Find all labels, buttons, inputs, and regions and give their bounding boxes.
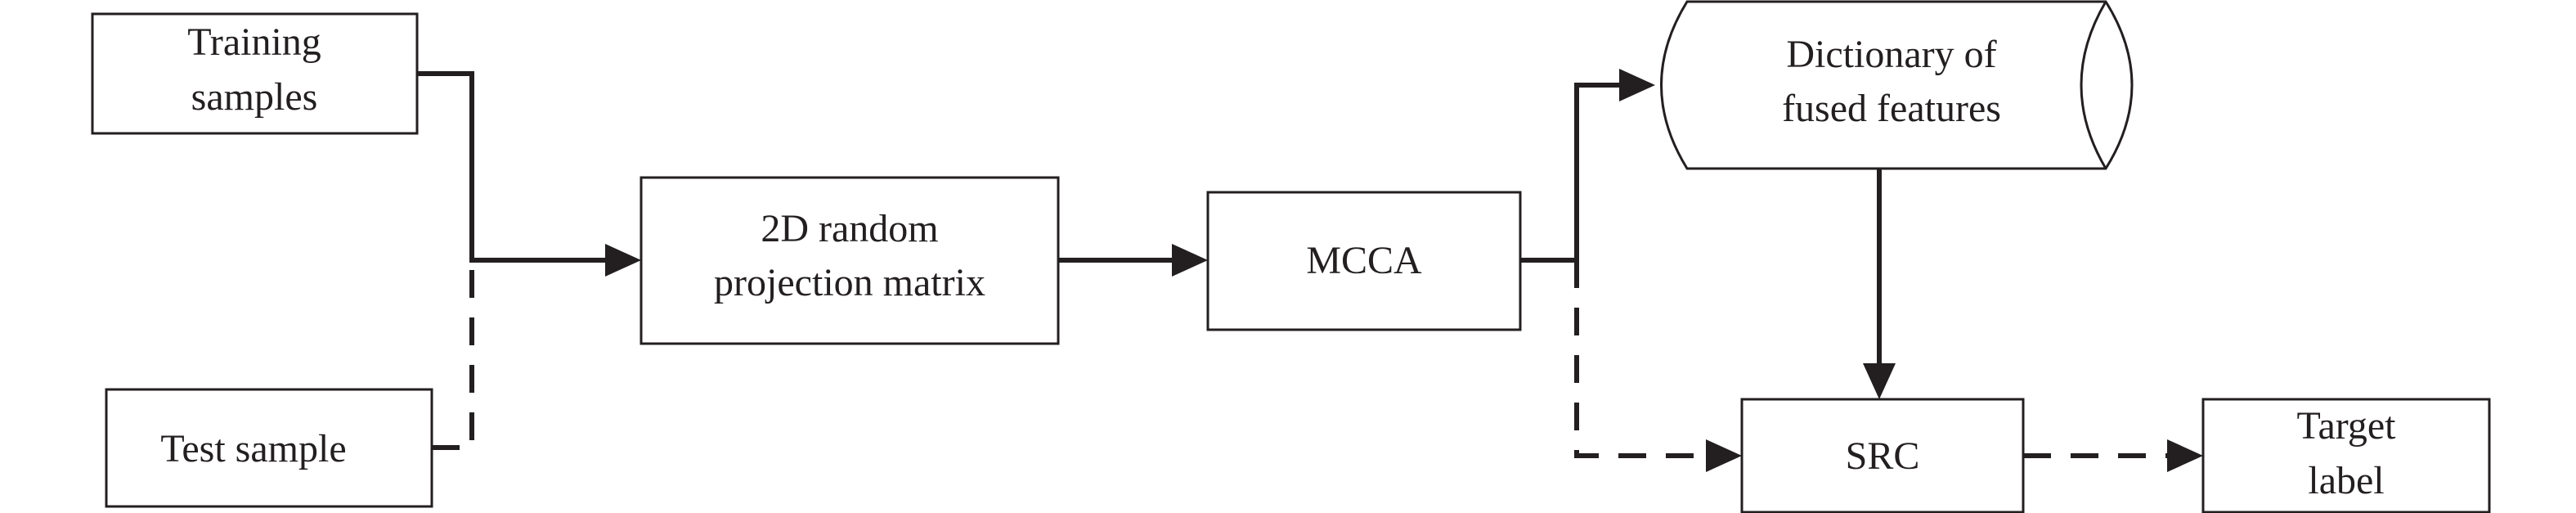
- arrowhead-mcca-to-src: [1706, 439, 1742, 472]
- edge-test-to-projection: [432, 260, 474, 450]
- src-label: SRC: [1846, 434, 1920, 478]
- training-samples-label-line1: Training: [187, 20, 321, 64]
- test-sample-label: Test sample: [160, 427, 346, 470]
- dictionary-label-line2: fused features: [1782, 87, 2001, 130]
- projection-matrix-label-line1: 2D random: [761, 207, 938, 250]
- training-samples-label-line2: samples: [191, 75, 318, 119]
- target-label-box: [2201, 398, 2491, 513]
- dictionary-label-line1: Dictionary of: [1786, 33, 1996, 76]
- training-samples-box: [91, 12, 419, 135]
- arrowhead-projection-to-mcca: [1172, 244, 1208, 277]
- target-label-line2: label: [2308, 459, 2384, 502]
- projection-matrix-label-line2: projection matrix: [714, 261, 985, 304]
- projection-matrix-box: [640, 176, 1060, 345]
- edge-mcca-to-dictionary: [1520, 83, 1619, 263]
- arrowhead-dictionary-to-src: [1863, 363, 1896, 399]
- mcca-label: MCCA: [1306, 239, 1422, 282]
- mcca-box: [1206, 191, 1522, 331]
- dictionary-cylinder: [1660, 0, 2134, 170]
- arrowhead-src-to-target: [2167, 439, 2203, 472]
- arrowhead-mcca-to-dictionary: [1619, 69, 1655, 101]
- target-label-line1: Target: [2296, 404, 2396, 448]
- edge-mcca-to-src: [1574, 260, 1706, 458]
- edge-training-to-projection: [417, 71, 605, 263]
- dictionary-cylinder-end: [2080, 1, 2107, 169]
- arrowhead-training-to-projection: [605, 244, 641, 277]
- test-sample-box: [105, 388, 433, 508]
